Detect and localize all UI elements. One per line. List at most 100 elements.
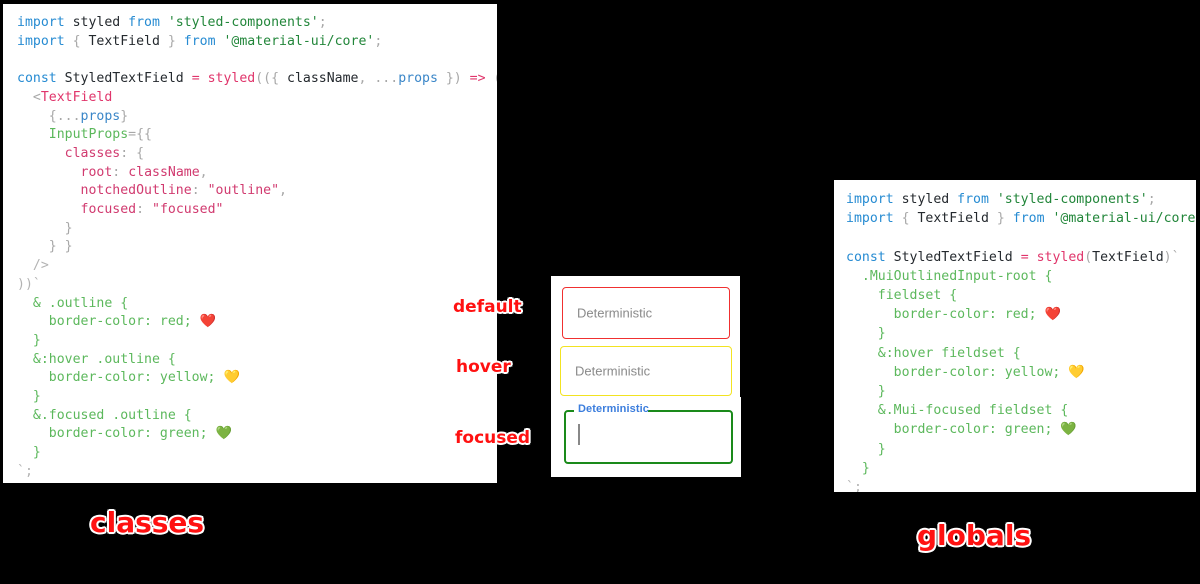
code-token: { [17,108,57,124]
code-token: 💚 [215,426,232,442]
textfield-hover-label: Deterministic [575,363,651,379]
code-line: {...props} [17,108,497,127]
annotation-default: default [453,297,522,317]
code-line: import { TextField } from '@material-ui/… [17,33,497,52]
code-token: from [1012,211,1053,227]
code-token: { [271,71,287,87]
code-token: styled [1036,249,1085,265]
code-line: import { TextField } from '@material-ui/… [846,209,1196,228]
code-token: } [17,332,41,348]
code-line: } [17,388,497,407]
classes-code-panel: import styled from 'styled-components';i… [3,4,497,483]
textfield-focused[interactable]: Deterministic [564,403,733,464]
code-token: ={{ [128,127,152,143]
code-token: InputProps [48,127,129,143]
code-token: const [17,71,65,87]
textfield-demo-panel-bottom: Deterministic [551,397,741,477]
code-line: import styled from 'styled-components'; [846,190,1196,209]
code-token: from [183,33,224,49]
code-line: /> [17,257,497,276]
code-token: border-color: yellow; [846,364,1069,380]
code-line: &.focused .outline { [17,407,497,426]
code-token: props [80,108,121,124]
code-token: } [846,326,886,342]
code-token: border-color: green; [846,422,1061,438]
code-token: fieldset { [846,288,958,304]
code-line: border-color: red; ❤️ [17,313,497,332]
code-line: classes: { [17,145,497,164]
code-token: ... [374,71,399,87]
code-token: 'styled-components' [167,15,319,30]
code-token: , [358,71,375,87]
code-token: &.Mui-focused fieldset { [846,403,1069,419]
caption-globals: globals [917,519,1032,552]
code-line: <TextField [17,89,497,108]
code-token: border-color: green; [17,426,216,442]
code-token: classes [64,145,121,161]
code-token: /> [17,258,49,274]
code-line: notchedOutline: "outline", [17,182,497,201]
code-line: } [846,459,1196,478]
code-token: "outline" [207,183,280,199]
code-token: } [846,460,870,476]
code-token: )` [1163,249,1180,265]
code-line: border-color: red; ❤️ [846,305,1196,324]
textfield-default[interactable]: Deterministic [562,287,730,339]
code-token: , [199,164,208,180]
code-line: fieldset { [846,286,1196,305]
outline-notch [574,410,648,413]
code-token: TextField [40,89,113,105]
code-token [17,165,81,180]
code-token: = [191,71,208,87]
code-token: { [72,33,89,49]
code-token: StyledTextField [893,249,1021,265]
code-line: &:hover .outline { [17,351,497,370]
code-line: } [17,220,497,239]
code-token [17,183,81,198]
code-line: `; [17,463,497,482]
code-line: focused: "focused" [17,201,497,220]
code-token: styled [207,71,256,87]
code-token: ❤️ [199,314,217,330]
code-token: & .outline { [17,295,129,311]
code-token: } [159,33,184,49]
code-line: & .outline { [17,295,497,314]
code-token: < [17,89,41,105]
globals-code-panel: import styled from 'styled-components';i… [834,180,1196,492]
code-line: import styled from 'styled-components'; [17,14,497,33]
globals-code-block: import styled from 'styled-components';i… [846,190,1196,492]
classes-code-block: import styled from 'styled-components';i… [17,14,497,482]
code-token: from [128,15,168,30]
code-token: : { [120,145,145,161]
code-token: { [901,211,918,227]
code-token: } [988,211,1013,227]
code-token: className [128,164,200,180]
textfield-hover[interactable]: Deterministic [560,346,732,396]
code-token: styled [901,192,958,207]
code-token: `; [17,463,33,479]
code-line: } [846,440,1196,459]
code-token: &.focused .outline { [17,407,192,423]
code-token: = [1020,249,1037,265]
code-line: root: className, [17,164,497,183]
code-line [846,228,1196,247]
code-line: `; [846,478,1196,492]
code-token: } [846,384,886,400]
code-token: => [469,71,494,87]
textfield-focused-floating-label: Deterministic [578,403,649,415]
code-token: } [120,108,129,124]
code-token: ; [1147,192,1156,207]
code-token: }) [437,71,470,87]
code-token: 💛 [223,370,240,386]
code-line: border-color: green; 💚 [17,425,497,444]
code-line: } } [17,238,497,257]
code-token: } [17,220,73,236]
code-token: className [287,71,359,87]
code-token: border-color: yellow; [17,370,224,386]
code-token: '@material-ui/core' [223,33,375,49]
code-line: .MuiOutlinedInput-root { [846,267,1196,286]
code-token: import [17,15,73,30]
annotation-focused: focused [455,428,531,448]
code-line: const StyledTextField = styled(({ classN… [17,70,497,89]
code-token: ; [318,15,327,30]
